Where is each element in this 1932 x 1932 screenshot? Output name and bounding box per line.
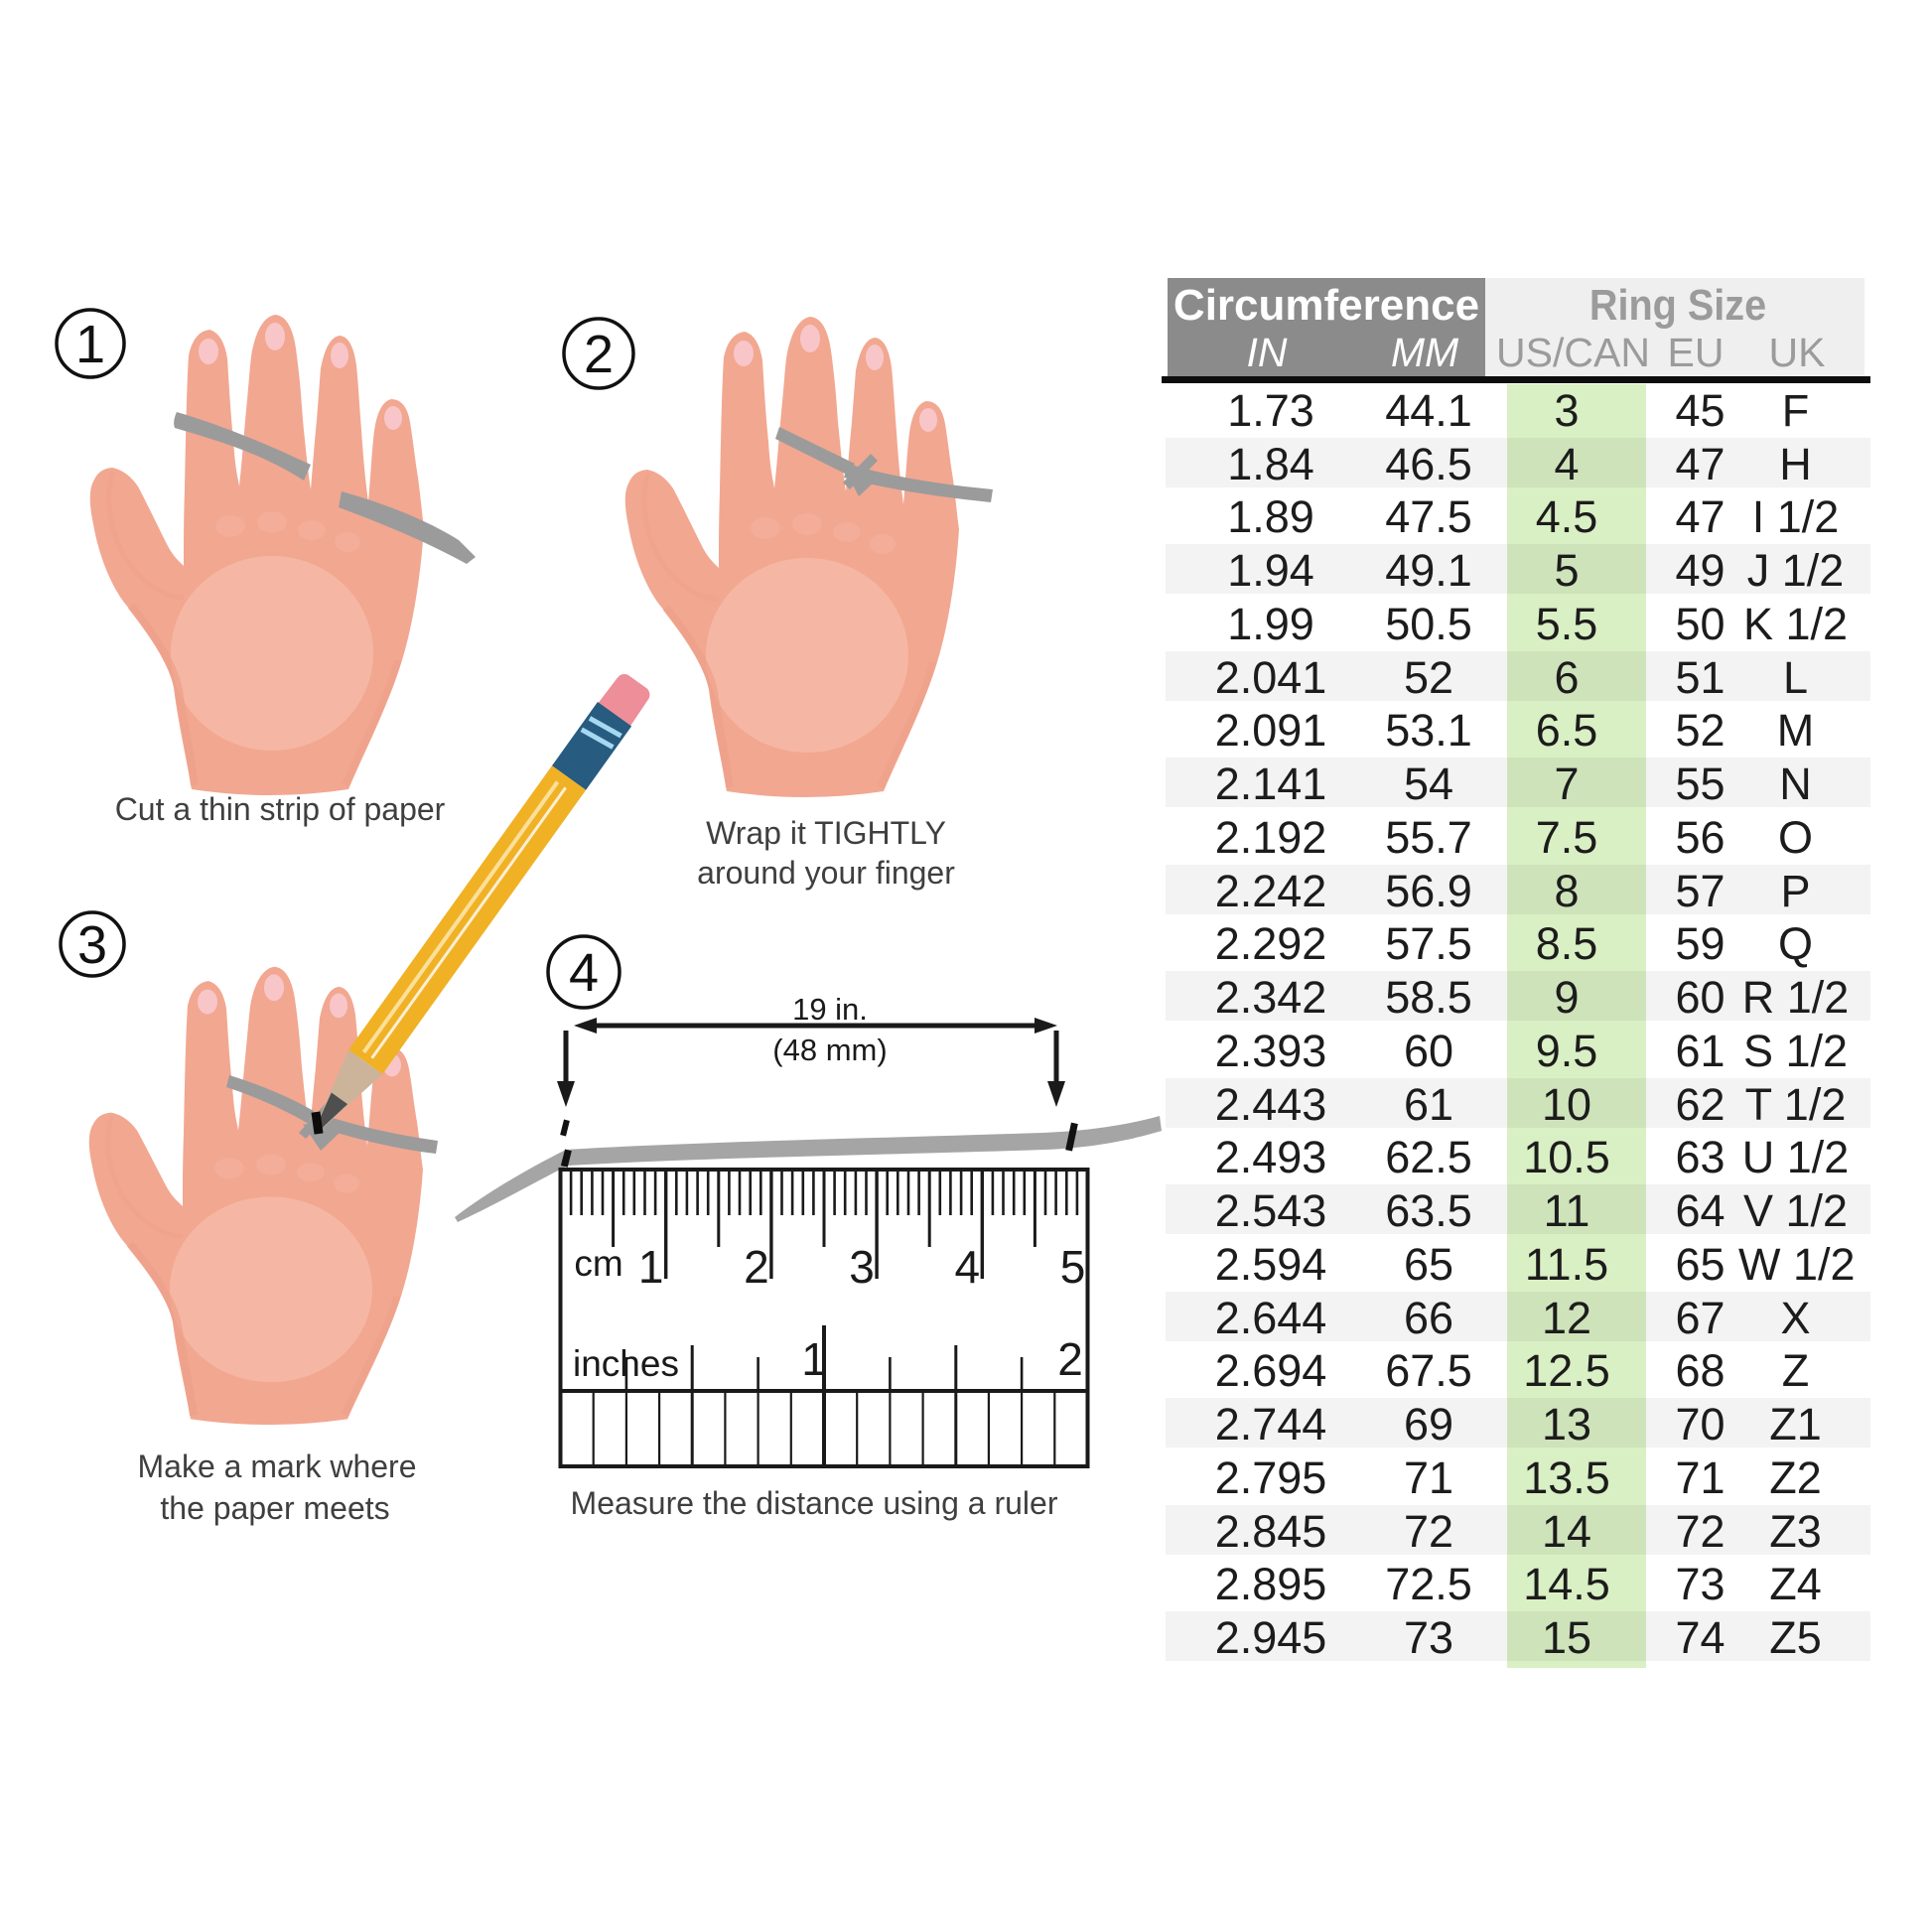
svg-text:inches: inches: [573, 1343, 679, 1384]
svg-text:Cut a thin strip of paper: Cut a thin strip of paper: [115, 791, 446, 827]
svg-text:cm: cm: [574, 1243, 622, 1284]
svg-text:3: 3: [849, 1241, 875, 1293]
svg-text:2: 2: [1057, 1333, 1083, 1385]
svg-text:around your finger: around your finger: [697, 855, 955, 891]
svg-text:2: 2: [744, 1241, 769, 1293]
svg-text:2: 2: [584, 325, 614, 384]
svg-text:Wrap it TIGHTLY: Wrap it TIGHTLY: [706, 815, 946, 851]
svg-text:4: 4: [955, 1241, 981, 1293]
svg-text:3: 3: [77, 915, 107, 975]
svg-text:Measure the distance using a r: Measure the distance using a ruler: [571, 1485, 1058, 1521]
svg-text:1: 1: [75, 315, 105, 374]
svg-text:1: 1: [801, 1333, 827, 1385]
svg-text:1: 1: [638, 1241, 664, 1293]
svg-text:4: 4: [569, 943, 599, 1003]
svg-text:the paper meets: the paper meets: [160, 1490, 389, 1526]
svg-text:5: 5: [1060, 1241, 1086, 1293]
svg-text:Make a mark where: Make a mark where: [138, 1449, 417, 1484]
svg-text:(48 mm): (48 mm): [772, 1033, 887, 1067]
svg-text:19 in.: 19 in.: [792, 992, 868, 1027]
